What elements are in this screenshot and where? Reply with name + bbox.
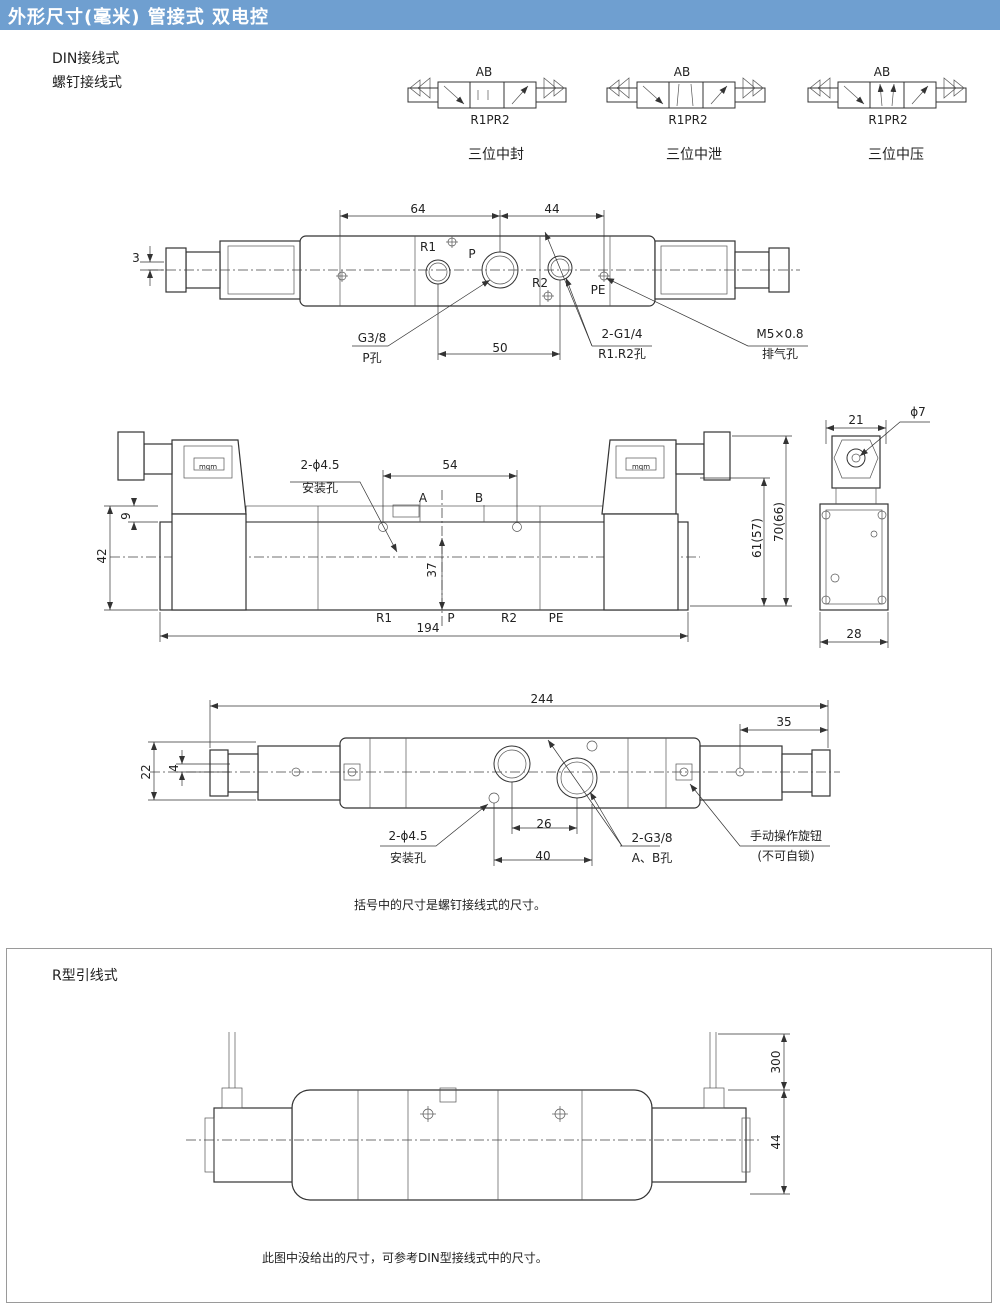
dim-44-r: 44 <box>769 1134 783 1149</box>
r-type-title: R型引线式 <box>52 968 118 984</box>
bottom-mount-name: 安装孔 <box>390 850 426 865</box>
side-view <box>819 420 930 648</box>
ab-port-size: 2-G3/8 <box>631 831 672 845</box>
symbol-1-ports-top: AB <box>476 65 492 79</box>
dim-61-57: 61(57) <box>750 518 764 558</box>
top-view <box>140 210 808 360</box>
bracket-dimension-note: 括号中的尺寸是螺钉接线式的尺寸。 <box>354 897 546 912</box>
front-label-b: B <box>475 491 483 505</box>
dim-50: 50 <box>492 341 507 355</box>
symbol-3-ports-top: AB <box>874 65 890 79</box>
symbol-2-ports-bottom: R1PR2 <box>668 113 707 127</box>
front-label-r1: R1 <box>376 611 392 625</box>
dim-194: 194 <box>417 621 440 635</box>
manual-knob-note: (不可自锁) <box>757 848 814 863</box>
valve-symbol-closed-center <box>407 77 567 109</box>
exhaust-size: M5×0.8 <box>756 327 803 341</box>
bottom-view <box>148 700 840 866</box>
symbol-2-ports-top: AB <box>674 65 690 79</box>
dim-54: 54 <box>442 458 457 472</box>
dim-9: 9 <box>119 512 133 520</box>
bottom-mount-size: 2-ϕ4.5 <box>389 829 428 843</box>
dim-44: 44 <box>544 202 559 216</box>
exhaust-name: 排气孔 <box>762 346 798 361</box>
dim-300: 300 <box>769 1051 783 1074</box>
symbol-3-caption: 三位中压 <box>868 147 924 163</box>
top-label-pe: PE <box>591 283 606 297</box>
front-view <box>104 431 792 642</box>
dim-35: 35 <box>776 715 791 729</box>
dim-42: 42 <box>95 548 109 563</box>
front-mount-name: 安装孔 <box>302 480 338 495</box>
front-mount-size: 2-ϕ4.5 <box>301 458 340 472</box>
front-label-a: A <box>419 491 428 505</box>
top-label-p: P <box>468 247 475 261</box>
p-port-name: P孔 <box>362 351 381 365</box>
dim-244: 244 <box>531 692 554 706</box>
front-label-r2: R2 <box>501 611 517 625</box>
symbol-3-ports-bottom: R1PR2 <box>868 113 907 127</box>
front-label-p: P <box>447 611 454 625</box>
dim-28: 28 <box>846 627 861 641</box>
coil-label-right: mqm <box>632 463 650 471</box>
dim-40: 40 <box>535 849 550 863</box>
front-label-pe: PE <box>549 611 564 625</box>
top-label-r2: R2 <box>532 276 548 290</box>
symbol-2-caption: 三位中泄 <box>666 147 722 163</box>
dim-26: 26 <box>536 817 551 831</box>
dim-21: 21 <box>848 413 863 427</box>
r-type-panel <box>6 948 992 1303</box>
ab-port-name: A、B孔 <box>632 851 672 865</box>
dim-22: 22 <box>139 764 153 779</box>
r-type-view <box>186 1032 790 1201</box>
dim-4: 4 <box>167 764 181 772</box>
screw-connection-label: 螺钉接线式 <box>52 75 122 91</box>
r-port-size: 2-G1/4 <box>601 327 642 341</box>
valve-symbol-exhaust-center <box>606 77 766 109</box>
dim-70-66: 70(66) <box>772 502 786 542</box>
r-port-name: R1.R2孔 <box>598 347 646 361</box>
top-label-r1: R1 <box>420 240 436 254</box>
dim-3: 3 <box>132 251 140 265</box>
section-title: 外形尺寸(毫米) 管接式 双电控 <box>8 7 269 28</box>
dim-64: 64 <box>410 202 425 216</box>
dim-phi7: ϕ7 <box>910 405 926 419</box>
coil-label-left: mqm <box>199 463 217 471</box>
r-type-note: 此图中没给出的尺寸，可参考DIN型接线式中的尺寸。 <box>262 1250 548 1265</box>
din-connection-label: DIN接线式 <box>52 51 120 67</box>
dim-37: 37 <box>425 562 439 577</box>
symbol-1-caption: 三位中封 <box>468 147 524 163</box>
manual-knob-name: 手动操作旋钮 <box>750 828 822 843</box>
symbol-1-ports-bottom: R1PR2 <box>470 113 509 127</box>
section-header: 外形尺寸(毫米) 管接式 双电控 <box>0 0 1000 30</box>
valve-symbol-pressure-center <box>807 77 967 109</box>
p-port-size: G3/8 <box>358 331 387 345</box>
